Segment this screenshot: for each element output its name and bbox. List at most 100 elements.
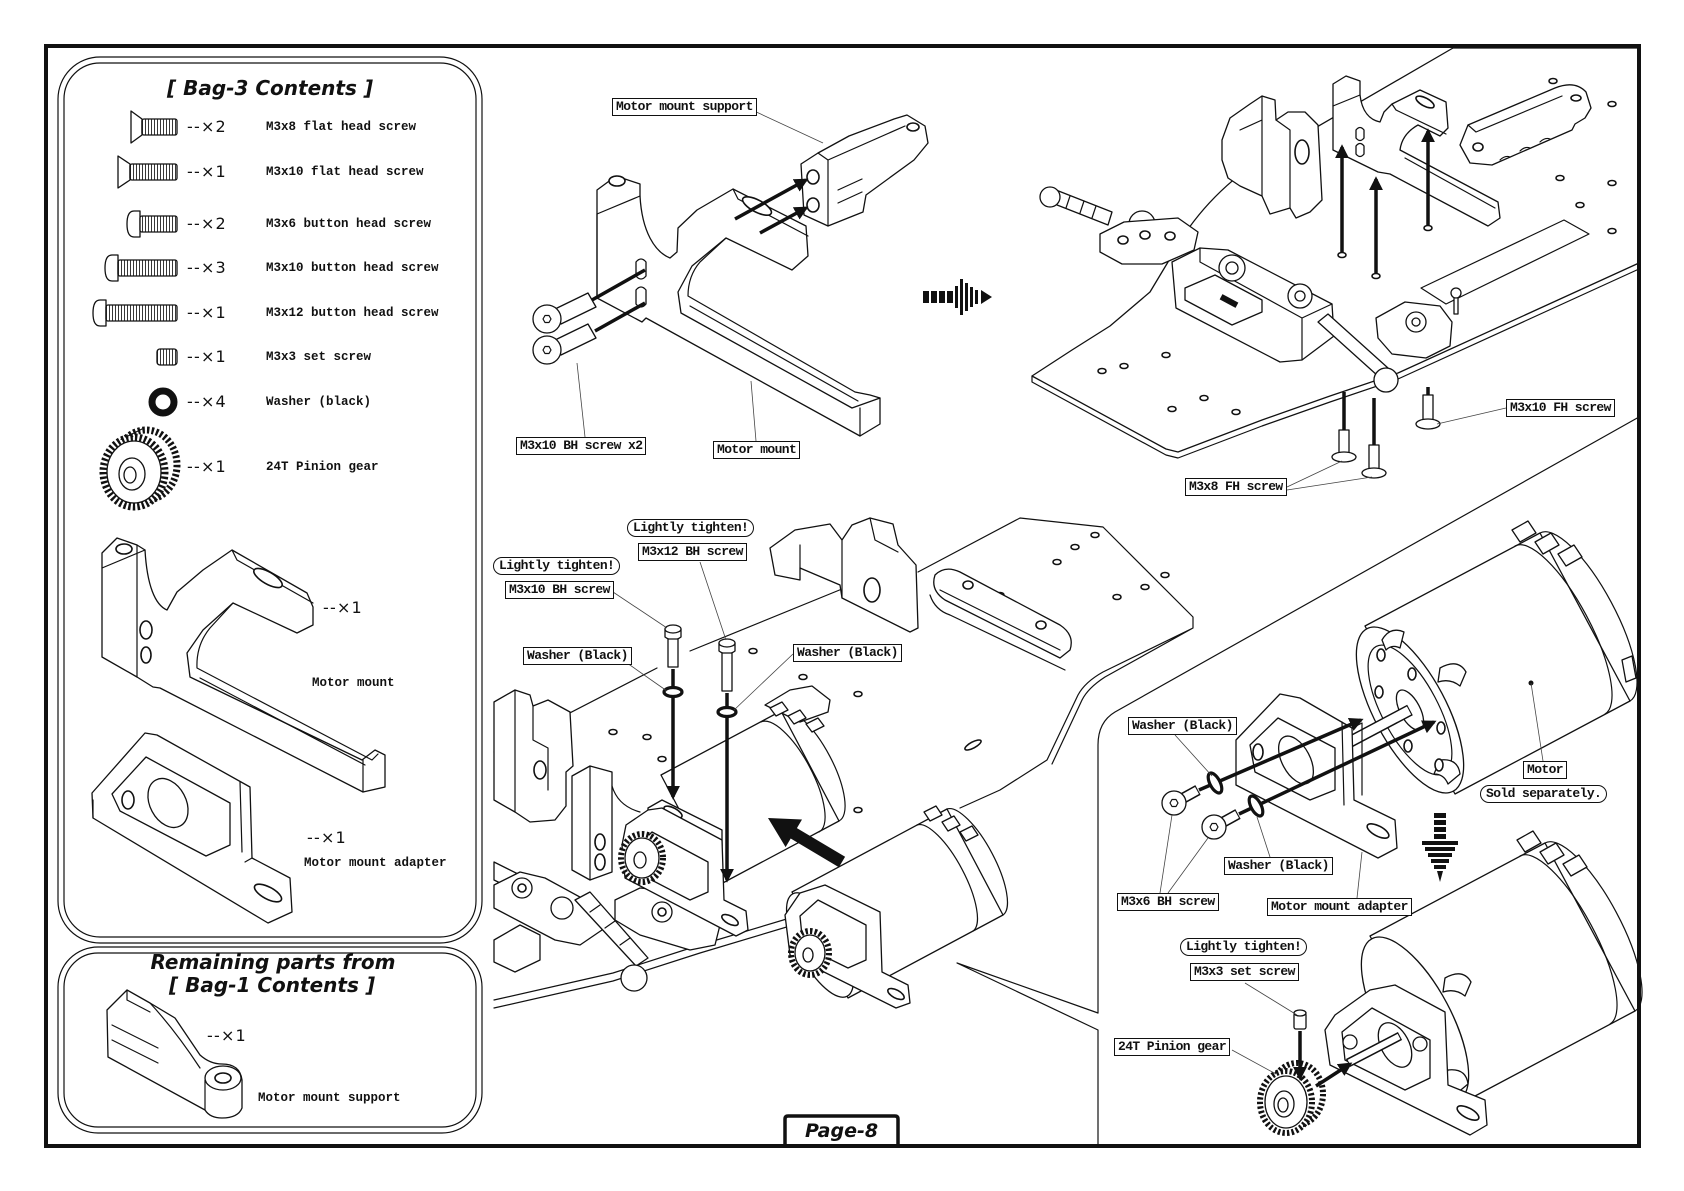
plate-holes xyxy=(1097,77,1617,416)
hardware-quantity: --×1 xyxy=(187,303,227,322)
screw-thread xyxy=(105,304,178,322)
adapter-hole xyxy=(121,790,135,810)
hex-socket-icon xyxy=(1209,822,1219,832)
turnbuckle-detail xyxy=(589,904,631,946)
mount-hole xyxy=(608,175,626,187)
bag1-motor-mount-support-illustration xyxy=(106,989,243,1119)
motor-mount-adapter-installed xyxy=(1324,984,1488,1136)
hardware-name: M3x3 set screw xyxy=(266,350,372,364)
callout-motor-mount-adapter: Motor mount adapter xyxy=(1267,898,1412,916)
screw-insert-arrow xyxy=(1238,720,1437,816)
hardware-quantity: --×3 xyxy=(187,258,227,277)
motor-exploded xyxy=(784,805,1009,1009)
mount-slot xyxy=(253,567,283,589)
button-head-screw-pair xyxy=(532,292,597,365)
support-edges xyxy=(111,989,206,1111)
inset-callout-border xyxy=(956,416,1640,1147)
screw-head xyxy=(1331,451,1357,463)
turnbuckle-detail xyxy=(1065,195,1097,219)
adapter-slot xyxy=(721,913,739,927)
mount-side-hole xyxy=(139,620,153,640)
bag3-title: [ Bag-3 Contents ] xyxy=(167,76,373,100)
bulkhead-edges xyxy=(799,517,899,599)
note-lightly-tighten: Lightly tighten! xyxy=(1180,938,1308,956)
plate-holes xyxy=(608,531,1170,814)
callout-24t-pinion-gear: 24T Pinion gear xyxy=(1114,1038,1231,1056)
leader-lines xyxy=(609,561,794,712)
screw-head xyxy=(126,210,141,238)
button-head-screw-icon xyxy=(104,254,178,282)
gear-bore xyxy=(1277,1097,1289,1113)
suspension-arm xyxy=(1099,217,1199,265)
callout-washer-black: Washer (Black) xyxy=(523,647,632,665)
screw-head xyxy=(1161,790,1187,816)
screw-shank xyxy=(1338,429,1350,455)
hardware-quantity: --×1 xyxy=(187,162,227,181)
callout-m3x8-fh-screw: M3x8 FH screw xyxy=(1185,478,1287,496)
page-number: Page-8 xyxy=(804,1120,879,1142)
hex-socket-icon xyxy=(542,314,552,324)
callout-m3x12-bh-screw: M3x12 BH screw xyxy=(638,543,747,561)
pivot-screw xyxy=(1294,290,1306,302)
adapter-slot xyxy=(253,883,283,903)
panel-inner-line xyxy=(63,952,477,1128)
screw-head xyxy=(1415,418,1441,430)
ball-end xyxy=(620,964,648,992)
motor-shaft xyxy=(1343,706,1412,749)
motor-upper xyxy=(1341,520,1638,795)
flat-head-screw-m3x8 xyxy=(1331,429,1357,463)
step4-motor-preparation-inset xyxy=(956,416,1643,1147)
flat-head-screw-icon xyxy=(130,110,178,144)
screw-head xyxy=(1342,1034,1358,1050)
callout-m3x3-set-screw: M3x3 set screw xyxy=(1190,963,1299,981)
endbell-fins xyxy=(1511,520,1637,683)
motor-mount xyxy=(1332,75,1501,227)
motor-vent-hooks xyxy=(1381,629,1467,785)
endbell-fins xyxy=(923,805,979,842)
pivot-post xyxy=(550,896,574,920)
page-number-box xyxy=(783,1114,900,1148)
motor-mount-edges xyxy=(596,188,881,437)
motor-can-edges xyxy=(1514,531,1638,715)
mount-hole xyxy=(115,543,133,555)
m3x10-bh-screw-vertical xyxy=(664,624,682,668)
part-name: Motor mount adapter xyxy=(304,856,447,870)
mount-side-holes xyxy=(1355,126,1365,158)
mount-side-hole xyxy=(594,853,606,871)
bulkhead-hole xyxy=(1294,139,1310,165)
hardware-quantity: --×2 xyxy=(187,214,227,233)
m3x3-set-screw xyxy=(1293,1009,1307,1030)
mount-upright xyxy=(571,765,613,881)
part-name: Motor mount support xyxy=(258,1091,401,1105)
bag3-motor-mount-adapter-illustration xyxy=(91,732,293,924)
leader-lines xyxy=(1159,682,1544,1075)
pivot-screw xyxy=(657,907,667,917)
endbell-fins xyxy=(1516,830,1588,877)
hardware-name: Washer (black) xyxy=(266,395,372,409)
ball-stud xyxy=(1453,295,1459,315)
pinion-gear-icon xyxy=(99,426,181,511)
screw-thread xyxy=(141,118,178,136)
sensor-clamp xyxy=(764,685,831,723)
bulkhead-hole xyxy=(863,577,881,603)
note-sold-separately: Sold separately. xyxy=(1480,785,1608,803)
gear-bore xyxy=(123,466,137,484)
panel-outer-line xyxy=(57,56,483,944)
support-edges xyxy=(817,125,906,227)
hardware-quantity: --×1 xyxy=(187,457,227,476)
screw-head xyxy=(1201,814,1227,840)
step3-motor-installation xyxy=(493,517,1194,1009)
mount-slot xyxy=(1415,95,1435,109)
pinion-gear-exploded xyxy=(1257,1060,1326,1136)
bag3-motor-mount-illustration xyxy=(101,537,386,793)
hardware-quantity: --×2 xyxy=(187,117,227,136)
support-hole xyxy=(1472,142,1484,152)
ball-end xyxy=(1373,367,1399,393)
motor-mount-support xyxy=(800,114,929,227)
arm-mount-edges xyxy=(929,589,1066,671)
next-step-down-arrow-icon xyxy=(1422,813,1458,882)
washer-black xyxy=(662,685,684,699)
screw-hole-marks xyxy=(1337,224,1433,280)
screw-insert-lines xyxy=(1342,387,1430,447)
